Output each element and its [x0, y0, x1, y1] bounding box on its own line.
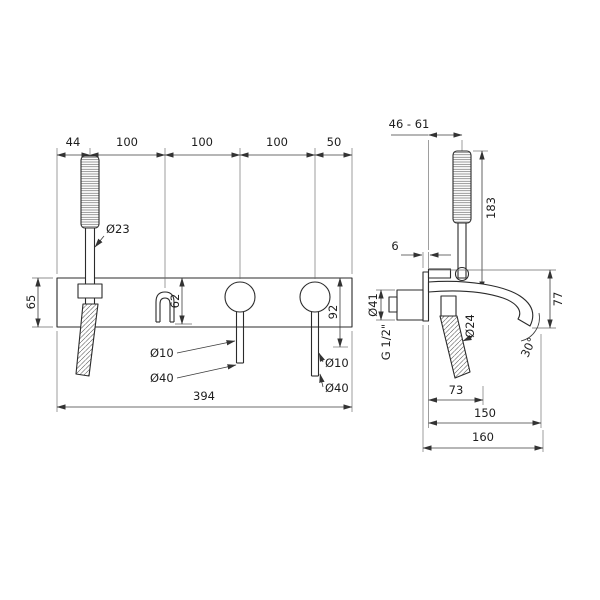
dim-plate-thickness: 6 [391, 239, 398, 253]
total-projection-dimension: 160 [422, 325, 544, 452]
inlet-nipple [388, 296, 398, 313]
handle-pivot [440, 295, 457, 317]
hose-hook [155, 291, 175, 323]
body-diameter-dimension: Ø41 [366, 289, 395, 321]
dim-spacing-100a: 100 [116, 135, 138, 149]
shower-holder-bracket [77, 283, 103, 299]
hand-shower-front: Ø23 [75, 155, 130, 377]
front-total-width-dimension: 394 [56, 331, 353, 412]
lever [439, 315, 471, 379]
side-view: 6 46 - 61 183 [366, 117, 565, 452]
spout-projection-dimension: 150 [428, 334, 542, 428]
dim-spout-projection: 150 [474, 406, 496, 420]
control-handle-1 [224, 281, 256, 364]
dim-base2-diameter: Ø40 [325, 381, 349, 395]
handle1-knob [224, 281, 256, 313]
dim-spout-drop: 77 [551, 292, 565, 307]
dim-spout-angle: 30° [518, 335, 539, 359]
front-plate [56, 277, 353, 328]
handle-projection-dimension: 73 [428, 325, 484, 428]
dim-rosette-diameter: Ø41 [366, 293, 380, 317]
mixer-body [396, 289, 424, 321]
label-connection-thread: G 1/2" [379, 324, 393, 360]
spout-drop-dimension: 77 [429, 269, 565, 329]
side-plate [422, 271, 430, 322]
dim-base1-diameter: Ø40 [150, 371, 174, 385]
dim-total-projection: 160 [472, 430, 494, 444]
dim-handle2-length: 92 [326, 305, 340, 320]
dim-spacing-100c: 100 [266, 135, 288, 149]
shower-holder-ring [454, 266, 470, 282]
shower-length-dimension: 183 [468, 150, 498, 291]
dim-spacing-100b: 100 [191, 135, 213, 149]
hand-shower-stem-side [457, 220, 467, 279]
plate-thickness-dimension: 6 [391, 239, 451, 268]
dim-handle-projection: 73 [449, 383, 464, 397]
dim-handle-diameter: Ø24 [463, 314, 477, 338]
dim-handle1-length: 62 [168, 294, 182, 309]
handle1-length-dimension: 62 [168, 277, 192, 325]
hand-shower-head-side [452, 150, 472, 224]
hand-shower-handle [75, 303, 99, 377]
dim-total-width: 394 [193, 389, 215, 403]
dim-wall-distance-range: 46 - 61 [389, 117, 430, 131]
handle1-diameter-labels: Ø10 Ø40 [150, 340, 237, 385]
dim-offset-50: 50 [327, 135, 342, 149]
dim-stem2-diameter: Ø10 [325, 356, 349, 370]
handle2-length-dimension: 92 [326, 277, 348, 348]
front-plate-height-dimension: 65 [24, 277, 53, 328]
side-lever-handle: Ø24 [439, 295, 477, 379]
wall-distance-dimension: 46 - 61 [389, 117, 463, 250]
dim-shower-length: 183 [484, 197, 498, 219]
dim-offset-44: 44 [66, 135, 81, 149]
handle2-diameter-labels: Ø10 Ø40 [318, 352, 349, 395]
hand-shower-side [427, 150, 472, 282]
dim-plate-height: 65 [24, 295, 38, 310]
hand-shower-head [80, 155, 100, 229]
spout [427, 280, 534, 327]
in-wall-body [388, 289, 424, 321]
handle2-knob [299, 281, 331, 313]
front-view: 44 100 100 100 50 65 Ø23 [24, 135, 353, 412]
front-top-dimension-chain: 44 100 100 100 50 [56, 135, 353, 288]
shower-holder-arm [427, 268, 452, 279]
control-handle-2 [299, 281, 331, 377]
dim-stem1-diameter: Ø10 [150, 346, 174, 360]
dim-shower-diameter: Ø23 [106, 222, 130, 236]
